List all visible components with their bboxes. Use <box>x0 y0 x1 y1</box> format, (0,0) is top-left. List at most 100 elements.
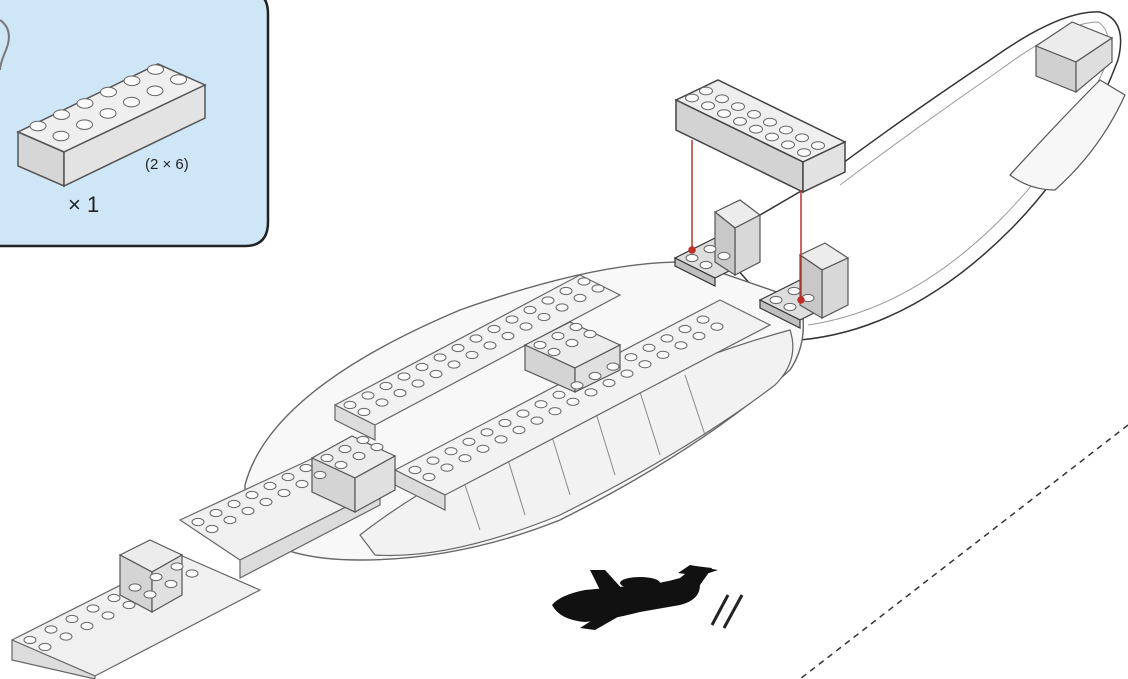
partial-brick-icon <box>0 19 10 71</box>
stud <box>128 583 142 592</box>
stud <box>685 253 699 263</box>
dashed-guide-line <box>799 424 1128 679</box>
stud <box>143 590 157 599</box>
stud <box>701 101 715 111</box>
stud <box>408 465 422 475</box>
stud <box>505 315 519 324</box>
stud <box>356 435 370 445</box>
stud <box>569 322 583 332</box>
stud <box>263 481 277 491</box>
stud <box>565 338 579 348</box>
stud <box>642 343 656 352</box>
stud <box>444 447 458 456</box>
stud <box>512 425 526 435</box>
stud <box>552 390 566 399</box>
stud <box>52 130 70 142</box>
stud <box>100 86 117 98</box>
stud <box>415 362 429 372</box>
stud <box>783 302 797 312</box>
stud <box>101 611 115 620</box>
stud <box>583 329 597 339</box>
stud <box>591 284 605 293</box>
stud <box>483 341 497 350</box>
stud <box>588 371 602 381</box>
stud <box>787 286 801 296</box>
stud <box>717 109 731 118</box>
stud <box>80 621 94 631</box>
stud <box>65 614 79 624</box>
stud <box>498 418 512 428</box>
stud <box>523 305 537 315</box>
stud <box>440 463 454 472</box>
stud <box>733 117 747 126</box>
stud <box>241 506 255 516</box>
stud <box>147 64 164 75</box>
stud <box>715 94 729 104</box>
stud <box>465 350 479 360</box>
stud <box>494 435 508 444</box>
stud <box>678 324 692 334</box>
parts-callout: × 1 (2 × 6) <box>0 0 270 248</box>
stud <box>86 604 100 613</box>
stud <box>379 381 393 391</box>
stud <box>548 407 562 416</box>
stud <box>584 388 598 397</box>
stud <box>123 75 141 87</box>
stud <box>769 295 783 305</box>
stud <box>429 369 443 379</box>
stud <box>209 508 223 518</box>
stud <box>685 93 699 103</box>
stud <box>674 341 688 350</box>
stud <box>375 398 389 407</box>
stud <box>699 260 713 270</box>
stud <box>107 593 121 603</box>
stud <box>547 347 561 357</box>
stud <box>516 409 530 418</box>
stud <box>620 369 634 378</box>
upper-deck <box>333 274 772 511</box>
quantity-label: × 1 <box>68 192 99 217</box>
stud <box>53 109 70 120</box>
stud <box>541 296 555 305</box>
stud <box>361 391 375 400</box>
stud <box>29 120 47 132</box>
stud <box>223 515 237 525</box>
stud <box>559 286 573 296</box>
stud <box>476 444 490 453</box>
stud <box>551 331 565 341</box>
stud <box>606 362 620 371</box>
stud <box>765 132 779 142</box>
stud <box>795 133 809 143</box>
incoming-brick <box>674 79 847 194</box>
stud <box>343 400 357 410</box>
stud <box>259 497 273 507</box>
stud <box>357 407 371 417</box>
stud <box>692 331 706 341</box>
stud <box>295 479 309 489</box>
stud <box>699 86 713 96</box>
stud <box>638 360 652 369</box>
stud <box>370 442 384 452</box>
stud <box>717 251 731 261</box>
stud <box>534 400 548 409</box>
guide-point-right <box>797 296 805 304</box>
stud <box>703 244 717 254</box>
stud <box>426 456 440 465</box>
stud <box>191 517 205 527</box>
aircraft-silhouette-icon <box>552 565 718 630</box>
stud <box>170 562 184 571</box>
stud <box>338 444 352 454</box>
stud <box>710 322 724 331</box>
stud <box>393 388 407 398</box>
stud <box>781 140 795 150</box>
stud <box>779 125 793 135</box>
placement-guide-lines <box>688 140 805 304</box>
stud <box>660 334 674 343</box>
stud <box>602 378 616 388</box>
stud <box>577 277 591 286</box>
stud <box>185 569 199 578</box>
stud <box>281 472 295 482</box>
stud <box>76 119 93 130</box>
stud <box>656 350 670 359</box>
